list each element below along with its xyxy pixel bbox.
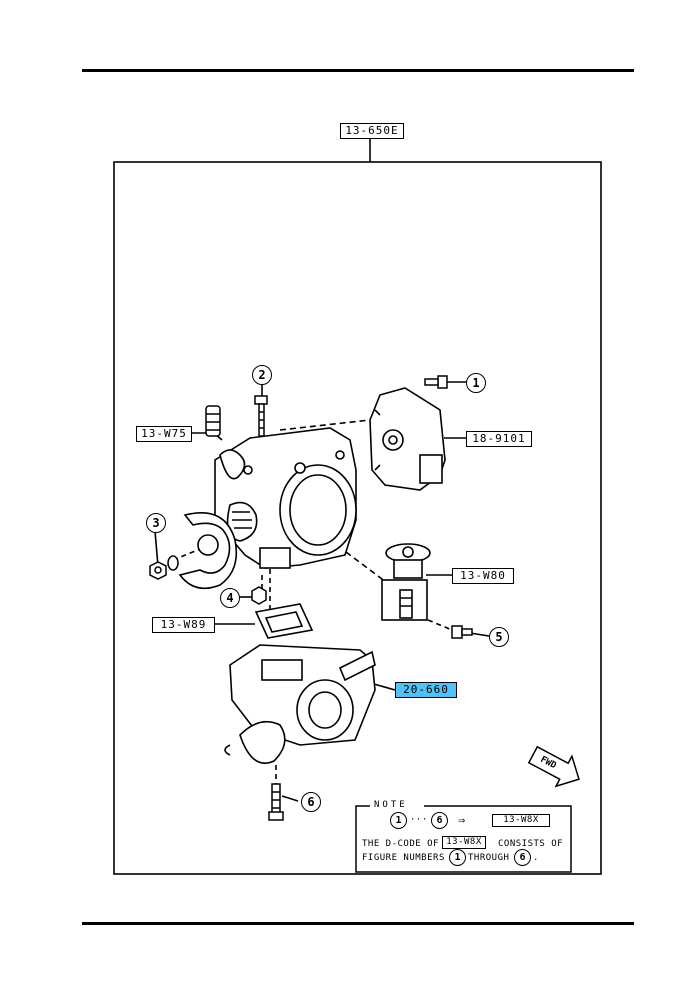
code-box-air-valve[interactable]: 20-660 [395,682,457,698]
fwd-arrow [527,745,580,788]
air-valve-housing [224,644,376,764]
note-range-from: 1 [390,812,407,829]
nut-part-3 [149,555,179,580]
diagram-frame [113,161,602,875]
note-arrow: ⇒ [458,813,466,827]
screw-part-5 [451,625,473,639]
note-range-dots: ··· [410,815,428,825]
note-line2-from: 1 [449,849,466,866]
note-range-to: 6 [431,812,448,829]
note-group-code[interactable]: 13-W8X [492,814,550,827]
screw-part-1 [424,375,448,389]
throttle-cam [178,511,238,590]
bottom-rule [82,922,634,925]
callout-3: 3 [146,513,166,533]
note-line1-post: CONSISTS OF [498,839,564,849]
note-line2-end: . [533,853,539,863]
note-title: NOTE [374,800,408,810]
idle-air-valve [381,543,431,621]
callout-4: 4 [220,588,240,608]
code-box-w80[interactable]: 13-W80 [452,568,514,584]
callout-1: 1 [466,373,486,393]
nut-part-4 [251,586,267,605]
note-line2-to: 6 [514,849,531,866]
callout-5: 5 [489,627,509,647]
sensor-part-w75 [205,405,221,437]
screw-part-6 [268,783,284,821]
throttle-body [214,427,357,569]
callout-6: 6 [301,792,321,812]
note-line1-code[interactable]: 13-W8X [442,836,486,849]
note-box-border [355,805,572,873]
gasket-part [254,603,314,639]
note-line2-pre: FIGURE NUMBERS [362,853,445,863]
code-box-top[interactable]: 13-650E [340,123,404,139]
code-box-w89[interactable]: 13-W89 [152,617,215,633]
code-box-w75[interactable]: 13-W75 [136,426,192,442]
position-sensor [369,387,446,491]
code-box-sensor[interactable]: 18-9101 [466,431,532,447]
note-line1-pre: THE D-CODE OF [362,839,439,849]
note-line2-mid: THROUGH [468,853,510,863]
top-rule [82,69,634,72]
callout-2: 2 [252,365,272,385]
